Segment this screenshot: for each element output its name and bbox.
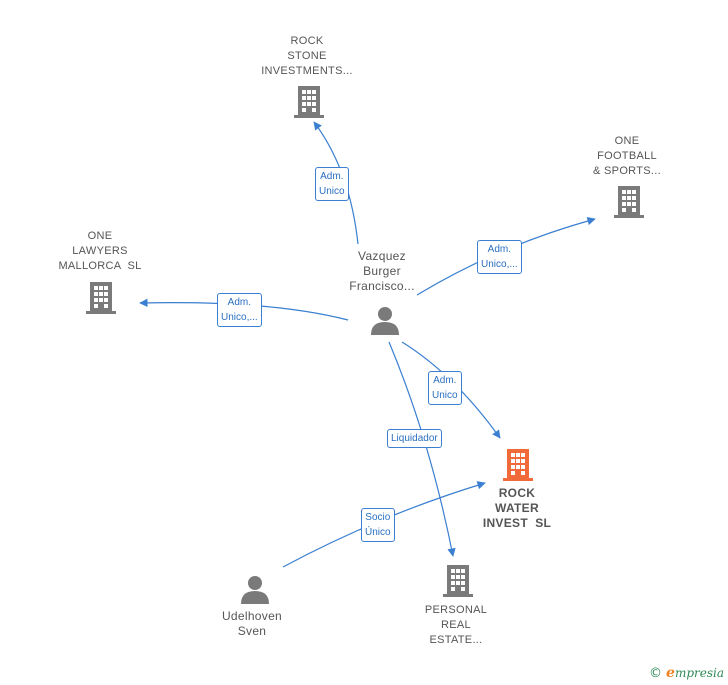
edge-label-personal-real: Liquidador <box>387 429 442 448</box>
edge-label-one-lawyers: Adm. Unico,... <box>217 293 262 327</box>
copyright-icon: © <box>649 666 663 681</box>
edge-label-udelhoven: Socio Único <box>361 508 395 542</box>
building-icon[interactable] <box>614 184 644 218</box>
node-label-personal-real[interactable]: PERSONAL REAL ESTATE... <box>424 604 488 646</box>
building-icon[interactable] <box>294 84 324 118</box>
node-label-rock-water[interactable]: ROCK WATER INVEST SL <box>482 486 552 530</box>
node-label-udelhoven[interactable]: Udelhoven Sven <box>221 609 283 638</box>
building-icon[interactable] <box>443 563 473 597</box>
brand-logo: ©empresia <box>649 665 724 681</box>
brand-name: mpresia <box>674 666 724 680</box>
building-icon[interactable] <box>503 447 533 481</box>
edge-label-one-football: Adm. Unico,... <box>477 240 522 274</box>
node-label-rock-stone[interactable]: ROCK STONE INVESTMENTS... <box>261 35 353 77</box>
node-label-vazquez[interactable]: Vazquez Burger Francisco... <box>349 249 415 293</box>
person-icon[interactable] <box>240 574 270 604</box>
edge-label-rock-water: Adm. Unico <box>428 371 462 405</box>
building-icon[interactable] <box>86 280 116 314</box>
person-icon[interactable] <box>370 305 400 335</box>
brand-initial: e <box>666 665 675 681</box>
node-label-one-football[interactable]: ONE FOOTBALL & SPORTS... <box>593 135 661 177</box>
edge-label-rock-stone: Adm. Unico <box>315 167 349 201</box>
node-label-one-lawyers[interactable]: ONE LAWYERS MALLORCA SL <box>58 230 142 272</box>
